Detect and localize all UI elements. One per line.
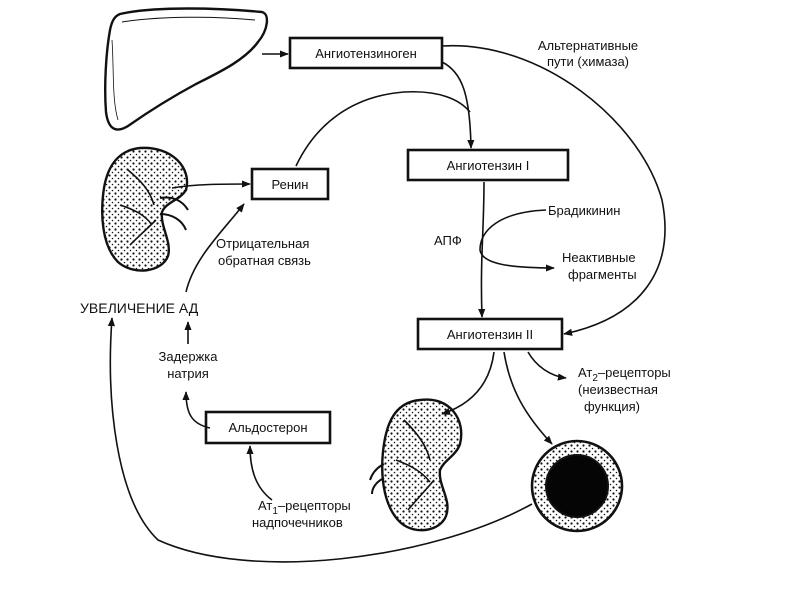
arrow-angiotensin2-to-at2 bbox=[527, 351, 567, 381]
arrow-vessel-to-bp bbox=[107, 317, 533, 563]
arrow-angiotensinogen-to-angiotensin1 bbox=[441, 61, 475, 149]
arrow-angiotensin2-to-vessel bbox=[503, 351, 553, 445]
arrow-alternative-paths bbox=[441, 44, 666, 336]
at1-receptors-label: надпочечников bbox=[252, 515, 343, 530]
at2-receptors-label: функция) bbox=[584, 399, 640, 414]
negative-feedback-label: Отрицательная bbox=[216, 236, 309, 251]
bp-increase-label: УВЕЛИЧЕНИЕ АД bbox=[80, 300, 199, 316]
node-label: Альдостерон bbox=[228, 420, 307, 435]
arrow-bradykinin-to-fragments bbox=[479, 209, 555, 272]
arrow-aldosterone-to-sodium bbox=[182, 391, 211, 429]
at2-receptors-label: (неизвестная bbox=[578, 382, 658, 397]
arrow-at1-to-aldosterone bbox=[246, 445, 273, 501]
arrow-feedback-to-renin bbox=[185, 203, 245, 293]
sodium-retention-label: Задержка bbox=[158, 349, 218, 364]
arrow-kidney-to-renin bbox=[171, 180, 251, 189]
node-angiotensin-2: Ангиотензин II bbox=[416, 317, 564, 351]
node-renin: Ренин bbox=[250, 167, 330, 201]
node-aldosterone: Альдостерон bbox=[204, 410, 332, 445]
at1-receptors-label: Ат1–рецепторы bbox=[258, 498, 351, 517]
negative-feedback-label: обратная связь bbox=[218, 253, 311, 268]
alt-paths-label: Альтернативные bbox=[538, 38, 638, 53]
alt-paths-label: пути (химаза) bbox=[547, 54, 629, 69]
node-label: Ангиотензин I bbox=[447, 158, 530, 173]
inactive-fragments-label: фрагменты bbox=[568, 267, 637, 282]
ace-label: АПФ bbox=[434, 233, 462, 248]
inactive-fragments-label: Неактивные bbox=[562, 250, 636, 265]
node-angiotensinogen: Ангиотензиноген bbox=[288, 36, 444, 70]
bradykinin-label: Брадикинин bbox=[548, 203, 620, 218]
node-label: Ангиотензин II bbox=[447, 327, 533, 342]
liver-icon bbox=[104, 7, 269, 131]
sodium-retention-label: натрия bbox=[167, 366, 209, 381]
arrow-angiotensin1-to-angiotensin2 bbox=[478, 181, 486, 318]
at2-receptors-label: Ат2–рецепторы bbox=[578, 365, 671, 384]
node-label: Ангиотензиноген bbox=[315, 46, 417, 61]
kidney-icon bbox=[101, 146, 189, 272]
node-angiotensin-1: Ангиотензин I bbox=[406, 148, 570, 182]
arrow-renin-action bbox=[295, 90, 471, 167]
node-label: Ренин bbox=[272, 177, 309, 192]
arrow-angiotensin2-to-kidney bbox=[441, 351, 495, 415]
blood-vessel-icon bbox=[530, 439, 624, 533]
kidney-icon bbox=[369, 398, 463, 532]
